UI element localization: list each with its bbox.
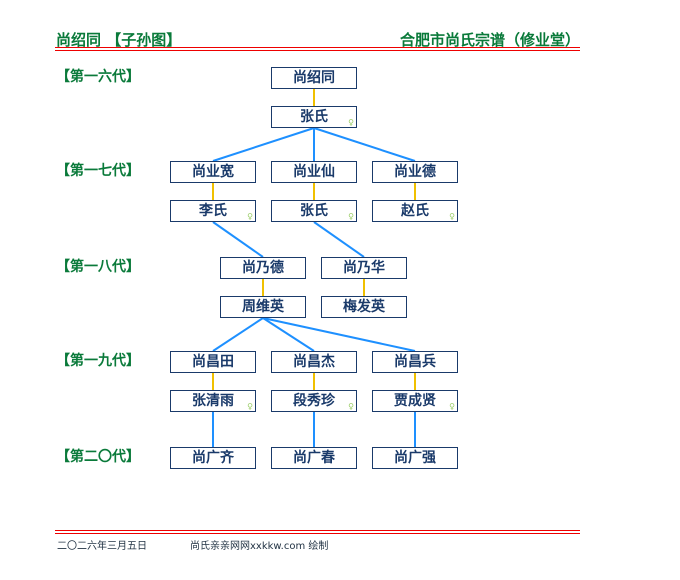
generation-label: 【第一八代】: [56, 259, 140, 275]
generation-label: 【第一九代】: [56, 353, 140, 369]
person-box[interactable]: 尚业德: [372, 161, 458, 183]
generation-label: 【第一六代】: [56, 69, 140, 85]
footer-credit: 尚氏亲亲网网xxkkw.com 绘制: [190, 541, 329, 552]
spouse-name: 贾成贤: [394, 393, 436, 409]
person-box[interactable]: 尚业宽: [170, 161, 256, 183]
person-box[interactable]: 尚乃德: [220, 257, 306, 279]
person-box[interactable]: 尚乃华: [321, 257, 407, 279]
spouse-box[interactable]: 段秀珍 ♀: [271, 390, 357, 412]
female-icon: ♀: [247, 212, 253, 221]
person-box[interactable]: 尚绍同: [271, 67, 357, 89]
female-icon: ♀: [348, 212, 354, 221]
spouse-box[interactable]: 周维英: [220, 296, 306, 318]
spouse-box[interactable]: 张氏 ♀: [271, 200, 357, 222]
female-icon: ♀: [348, 402, 354, 411]
spouse-box[interactable]: 张氏 ♀: [271, 106, 357, 128]
top-rule: [55, 47, 580, 48]
female-icon: ♀: [449, 212, 455, 221]
female-icon: ♀: [348, 118, 354, 127]
bottom-rule-2: [55, 533, 580, 534]
person-box[interactable]: 尚广齐: [170, 447, 256, 469]
top-rule-2: [55, 50, 580, 51]
genealogy-title: 合肥市尚氏宗谱（修业堂）: [399, 31, 580, 49]
spouse-name: 赵氏: [401, 203, 429, 219]
spouse-name: 张氏: [300, 109, 328, 125]
bottom-rule: [55, 530, 580, 531]
spouse-name: 段秀珍: [293, 393, 335, 409]
spouse-box[interactable]: 李氏 ♀: [170, 200, 256, 222]
spouse-name: 张氏: [300, 203, 328, 219]
person-box[interactable]: 尚昌兵: [372, 351, 458, 373]
spouse-box[interactable]: 张清雨 ♀: [170, 390, 256, 412]
person-box[interactable]: 尚昌田: [170, 351, 256, 373]
person-box[interactable]: 尚广春: [271, 447, 357, 469]
spouse-name: 张清雨: [192, 393, 234, 409]
person-box[interactable]: 尚业仙: [271, 161, 357, 183]
spouse-box[interactable]: 赵氏 ♀: [372, 200, 458, 222]
female-icon: ♀: [247, 402, 253, 411]
footer-date: 二〇二六年三月五日: [57, 541, 147, 552]
female-icon: ♀: [449, 402, 455, 411]
person-box[interactable]: 尚昌杰: [271, 351, 357, 373]
spouse-box[interactable]: 贾成贤 ♀: [372, 390, 458, 412]
person-box[interactable]: 尚广强: [372, 447, 458, 469]
page-title: 尚绍同 【子孙图】: [56, 31, 182, 49]
spouse-name: 李氏: [199, 203, 227, 219]
generation-label: 【第二〇代】: [56, 449, 140, 465]
generation-label: 【第一七代】: [56, 163, 140, 179]
spouse-box[interactable]: 梅发英: [321, 296, 407, 318]
